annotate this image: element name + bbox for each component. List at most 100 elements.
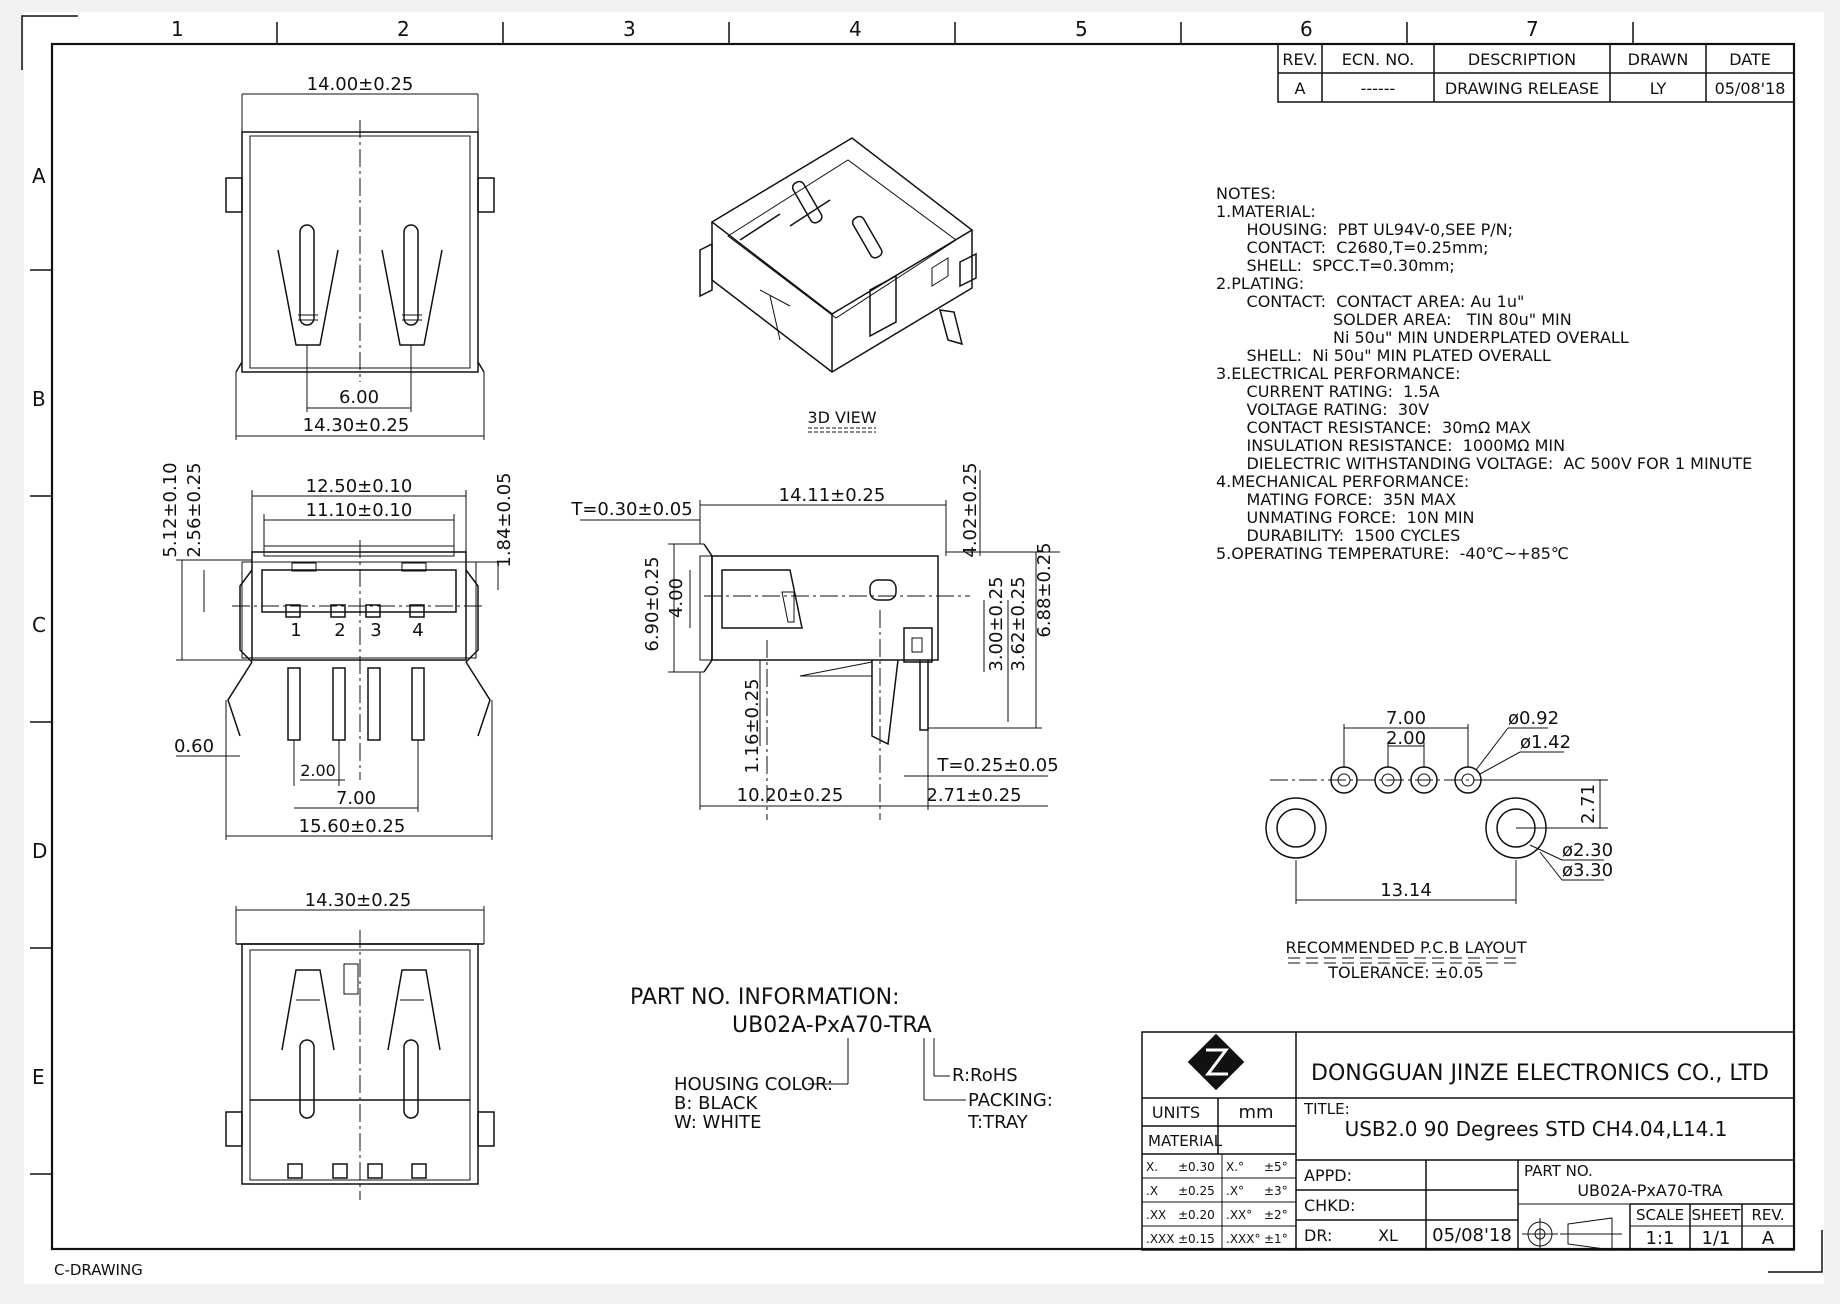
dim-side-h2: 4.00 bbox=[666, 578, 687, 618]
side-view: T=0.30±0.05 14.11±0.25 4.02±0.25 6.90±0.… bbox=[570, 462, 1060, 820]
title-block: DONGGUAN JINZE ELECTRONICS CO., LTD UNIT… bbox=[1141, 1031, 1795, 1251]
note-line: Ni 50u" MIN UNDERPLATED OVERALL bbox=[1216, 328, 1629, 347]
zone-col-2: 2 bbox=[397, 17, 410, 41]
dim-side-base: 10.20±0.25 bbox=[737, 785, 844, 806]
note-line: 4.MECHANICAL PERFORMANCE: bbox=[1216, 472, 1469, 491]
note-line: 2.PLATING: bbox=[1216, 274, 1304, 293]
projection-symbol-icon bbox=[1522, 1217, 1622, 1251]
dr-date: 05/08'18 bbox=[1432, 1225, 1512, 1246]
drawn-header: DRAWN bbox=[1628, 50, 1689, 69]
tol-cell: ±0.15 bbox=[1178, 1232, 1215, 1246]
dim-pcb-vert: 2.71 bbox=[1578, 784, 1599, 824]
note-line: DURABILITY: 1500 CYCLES bbox=[1216, 526, 1460, 545]
note-line: CONTACT: CONTACT AREA: Au 1u" bbox=[1216, 292, 1524, 311]
ecn-value: ------ bbox=[1361, 79, 1396, 98]
chkd-label: CHKD: bbox=[1304, 1196, 1355, 1215]
note-line: UNMATING FORCE: 10N MIN bbox=[1216, 508, 1475, 527]
tolerance-table: X. ±0.30 X.° ±5° .X ±0.25 .X° ±3° .XX ±0… bbox=[1146, 1160, 1288, 1246]
tol-cell: ±0.20 bbox=[1178, 1208, 1215, 1222]
3d-view: 3D VIEW bbox=[699, 137, 977, 433]
note-line: DIELECTRIC WITHSTANDING VOLTAGE: AC 500V… bbox=[1216, 454, 1752, 473]
dim-front-inner: 11.10±0.10 bbox=[306, 500, 413, 521]
rohs-label: R:RoHS bbox=[952, 1065, 1018, 1086]
note-line: HOUSING: PBT UL94V-0,SEE P/N; bbox=[1216, 220, 1513, 239]
zone-col-4: 4 bbox=[849, 17, 862, 41]
tol-cell: ±0.30 bbox=[1178, 1160, 1215, 1174]
tol-cell: ±1° bbox=[1264, 1232, 1288, 1246]
packing-value: T:TRAY bbox=[967, 1112, 1029, 1133]
note-line: CONTACT: C2680,T=0.25mm; bbox=[1216, 238, 1489, 257]
dim-side-shell: T=0.30±0.05 bbox=[570, 499, 692, 520]
dim-side-contact: T=0.25±0.05 bbox=[936, 755, 1058, 776]
rev-header: REV. bbox=[1282, 50, 1317, 69]
zone-row-d: D bbox=[32, 839, 47, 863]
zone-row-e: E bbox=[32, 1065, 45, 1089]
sheet-label: SHEET bbox=[1692, 1206, 1742, 1224]
dim-side-h1: 6.90±0.25 bbox=[642, 556, 663, 651]
dim-front-span: 7.00 bbox=[336, 788, 376, 809]
note-line: VOLTAGE RATING: 30V bbox=[1216, 400, 1429, 419]
pin-label-2: 2 bbox=[334, 620, 345, 641]
dr-label: DR: bbox=[1304, 1226, 1332, 1245]
units-label: UNITS bbox=[1152, 1103, 1200, 1122]
sheet-value: 1/1 bbox=[1702, 1228, 1731, 1249]
dim-side-tail: 1.16±0.25 bbox=[742, 678, 763, 773]
tol-cell: X.° bbox=[1226, 1160, 1244, 1174]
dim-top-pitch: 6.00 bbox=[339, 387, 379, 408]
dim-side-h4: 3.62±0.25 bbox=[1008, 576, 1029, 671]
description-value: DRAWING RELEASE bbox=[1445, 79, 1599, 98]
ecn-header: ECN. NO. bbox=[1342, 50, 1414, 69]
title-label: TITLE: bbox=[1303, 1100, 1350, 1118]
note-line: 5.OPERATING TEMPERATURE: -40℃~+85℃ bbox=[1216, 544, 1569, 563]
note-line: NOTES: bbox=[1216, 184, 1276, 203]
zone-col-5: 5 bbox=[1075, 17, 1088, 41]
dim-pcb-peg2: ø3.30 bbox=[1562, 860, 1613, 881]
title-value: USB2.0 90 Degrees STD CH4.04,L14.1 bbox=[1345, 1117, 1728, 1141]
dim-front-h2: 2.56±0.25 bbox=[184, 462, 205, 557]
note-line: SHELL: SPCC.T=0.30mm; bbox=[1216, 256, 1455, 275]
units-value: mm bbox=[1238, 1102, 1273, 1123]
dim-pcb-peg1: ø2.30 bbox=[1562, 840, 1613, 861]
note-line: CURRENT RATING: 1.5A bbox=[1216, 382, 1440, 401]
part-no-value: UB02A-PxA70-TRA bbox=[1577, 1181, 1722, 1200]
zone-col-1: 1 bbox=[171, 17, 184, 41]
tol-cell: ±2° bbox=[1264, 1208, 1288, 1222]
note-line: SHELL: Ni 50u" MIN PLATED OVERALL bbox=[1216, 346, 1551, 365]
packing-label: PACKING: bbox=[968, 1090, 1053, 1111]
rev-value-block: A bbox=[1762, 1228, 1775, 1249]
part-info-heading: PART NO. INFORMATION: bbox=[630, 985, 900, 1010]
dim-top-bottom-width: 14.30±0.25 bbox=[303, 415, 410, 436]
dim-side-h-total: 4.02±0.25 bbox=[960, 462, 981, 557]
tol-cell: ±0.25 bbox=[1178, 1184, 1215, 1198]
zone-row-a: A bbox=[32, 164, 46, 188]
top-view: 14.00±0.25 6.00 14.30±0.25 bbox=[225, 74, 495, 440]
zone-col-7: 7 bbox=[1526, 17, 1539, 41]
dim-front-total: 15.60±0.25 bbox=[299, 816, 406, 837]
date-value: 05/08'18 bbox=[1715, 79, 1786, 98]
dim-side-h3: 3.00±0.25 bbox=[986, 576, 1007, 671]
front-view: 1 2 3 4 12.50±0.10 11.10±0.10 5.12±0.10 … bbox=[160, 462, 515, 840]
drawing-frame: 1 2 3 4 5 6 7 A B C D E C-DRAWING bbox=[21, 15, 1823, 1279]
tol-cell: X. bbox=[1146, 1160, 1158, 1174]
revision-table: REV. ECN. NO. DESCRIPTION DRAWN DATE A -… bbox=[1277, 43, 1795, 103]
dim-pcb-pitch: 2.00 bbox=[1386, 728, 1426, 749]
dr-value: XL bbox=[1378, 1226, 1398, 1245]
dim-side-length: 14.11±0.25 bbox=[779, 485, 886, 506]
tol-cell: .XXX° bbox=[1226, 1232, 1260, 1246]
tol-cell: ±5° bbox=[1264, 1160, 1288, 1174]
dim-pcb-span: 7.00 bbox=[1386, 708, 1426, 729]
housing-color-white: W: WHITE bbox=[674, 1112, 762, 1133]
dim-front-h1: 5.12±0.10 bbox=[160, 462, 181, 557]
company-name: DONGGUAN JINZE ELECTRONICS CO., LTD bbox=[1311, 1061, 1769, 1086]
zone-row-c: C bbox=[32, 613, 46, 637]
part-no-label: PART NO. bbox=[1524, 1162, 1593, 1180]
note-line: CONTACT RESISTANCE: 30mΩ MAX bbox=[1216, 418, 1531, 437]
footer-label: C-DRAWING bbox=[54, 1261, 143, 1279]
description-header: DESCRIPTION bbox=[1468, 50, 1576, 69]
dim-front-offset: 0.60 bbox=[174, 736, 214, 757]
housing-color-black: B: BLACK bbox=[674, 1093, 758, 1114]
tol-cell: .XX bbox=[1146, 1208, 1166, 1222]
note-line: 3.ELECTRICAL PERFORMANCE: bbox=[1216, 364, 1460, 383]
